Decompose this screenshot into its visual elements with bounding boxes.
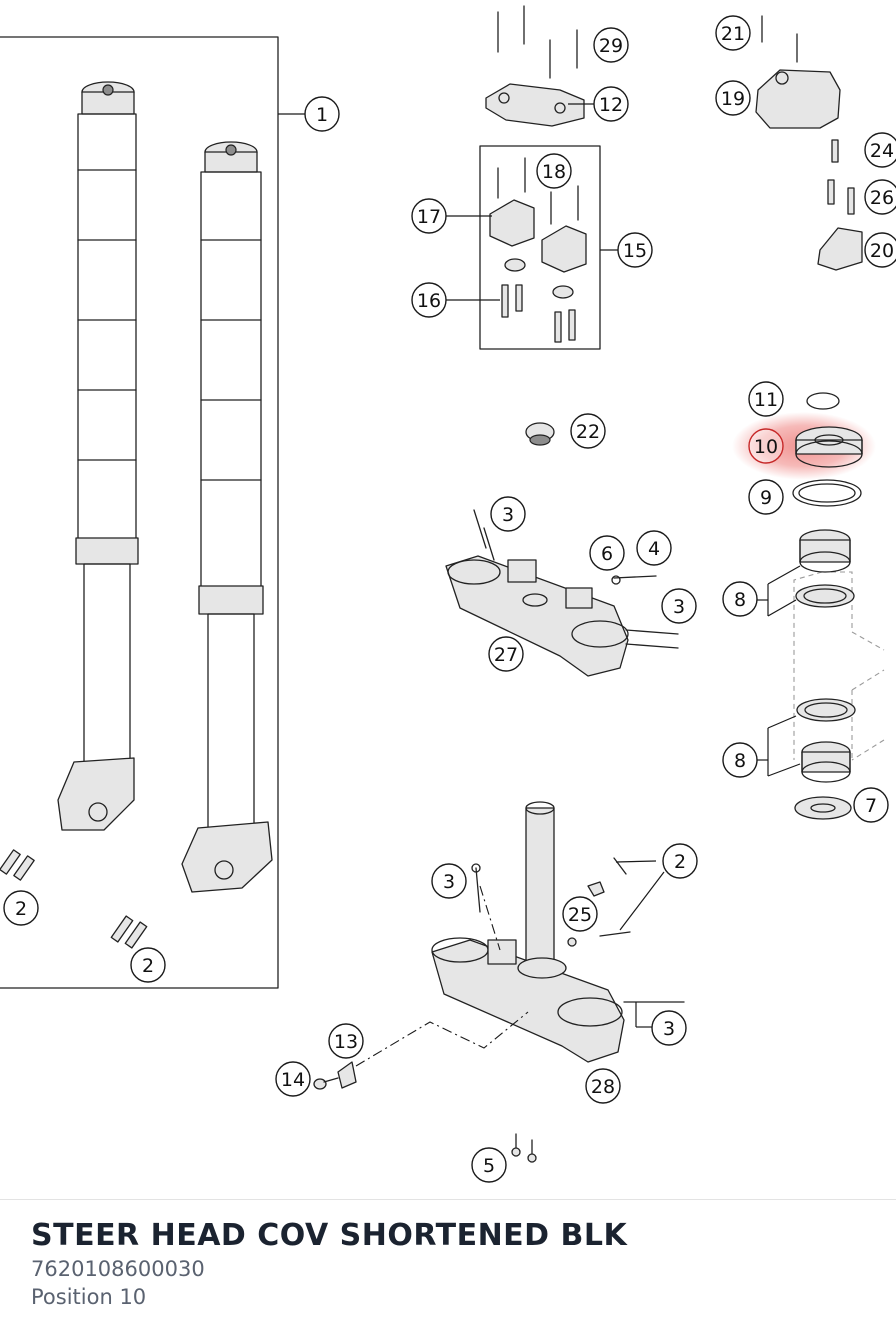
seal-7[interactable] (794, 796, 852, 820)
handlebar-clamp-kit[interactable] (446, 145, 618, 350)
callout-9[interactable]: 9 (748, 479, 784, 515)
svg-text:3: 3 (502, 504, 514, 526)
callout-29[interactable]: 29 (593, 27, 629, 63)
bracket-assembly-12[interactable] (485, 5, 585, 127)
svg-text:12: 12 (599, 94, 623, 116)
svg-text:9: 9 (760, 487, 772, 509)
svg-text:21: 21 (721, 23, 745, 45)
callout-4[interactable]: 4 (636, 530, 672, 566)
svg-text:27: 27 (494, 644, 518, 666)
svg-text:5: 5 (483, 1155, 495, 1177)
callout-11[interactable]: 11 (748, 381, 784, 417)
part-number: 7620108600030 (31, 1257, 205, 1281)
callout-5[interactable]: 5 (471, 1147, 507, 1183)
svg-text:13: 13 (334, 1031, 358, 1053)
callout-28[interactable]: 28 (585, 1068, 621, 1104)
callout-2[interactable]: 2 (662, 843, 698, 879)
reflector-13[interactable] (337, 1061, 357, 1089)
svg-text:2: 2 (142, 955, 154, 977)
svg-text:20: 20 (870, 240, 894, 262)
callout-19[interactable]: 19 (715, 80, 751, 116)
fork-assembly[interactable] (0, 36, 306, 989)
part-position: Position 10 (31, 1285, 147, 1309)
svg-text:2: 2 (674, 851, 686, 873)
callout-3[interactable]: 3 (431, 863, 467, 899)
part-title: STEER HEAD COV SHORTENED BLK (31, 1218, 628, 1253)
svg-text:24: 24 (870, 140, 894, 162)
callout-25[interactable]: 25 (562, 896, 598, 932)
svg-text:28: 28 (591, 1076, 615, 1098)
callout-21[interactable]: 21 (715, 15, 751, 51)
callout-16[interactable]: 16 (411, 282, 447, 318)
bearing-8-upper[interactable] (795, 529, 855, 608)
callout-22[interactable]: 22 (570, 413, 606, 449)
svg-text:6: 6 (601, 543, 613, 565)
svg-text:7: 7 (865, 795, 877, 817)
callout-10[interactable]: 10 (748, 428, 784, 464)
o-ring-11[interactable] (806, 392, 840, 410)
screw-14[interactable] (313, 1077, 339, 1090)
bearing-8-lower[interactable] (796, 698, 856, 783)
svg-text:4: 4 (648, 538, 660, 560)
callout-26[interactable]: 26 (864, 179, 896, 215)
svg-text:18: 18 (542, 161, 566, 183)
svg-text:3: 3 (673, 596, 685, 618)
svg-text:19: 19 (721, 88, 745, 110)
callout-7[interactable]: 7 (853, 787, 889, 823)
svg-text:10: 10 (754, 436, 778, 458)
callout-13[interactable]: 13 (328, 1023, 364, 1059)
svg-text:25: 25 (568, 904, 592, 926)
callout-24[interactable]: 24 (864, 132, 896, 168)
steering-lock-assembly[interactable] (755, 15, 863, 271)
svg-text:2: 2 (15, 898, 27, 920)
svg-text:15: 15 (623, 240, 647, 262)
callout-8[interactable]: 8 (722, 742, 758, 778)
callout-3[interactable]: 3 (661, 588, 697, 624)
fork-leg-right (181, 141, 273, 893)
lower-triple-clamp[interactable] (431, 801, 685, 1063)
callout-1[interactable]: 1 (304, 96, 340, 132)
callout-8[interactable]: 8 (722, 581, 758, 617)
part-info-panel: STEER HEAD COV SHORTENED BLK 76201086000… (0, 1199, 896, 1336)
callout-17[interactable]: 17 (411, 198, 447, 234)
cap-22[interactable] (525, 422, 555, 446)
callout-2[interactable]: 2 (3, 890, 39, 926)
callout-3[interactable]: 3 (490, 496, 526, 532)
svg-text:17: 17 (417, 206, 441, 228)
svg-text:11: 11 (754, 389, 778, 411)
svg-text:22: 22 (576, 421, 600, 443)
screws-5[interactable] (511, 1133, 537, 1163)
svg-text:8: 8 (734, 750, 746, 772)
svg-text:8: 8 (734, 589, 746, 611)
fork-leg-left (57, 81, 139, 831)
callout-14[interactable]: 14 (275, 1061, 311, 1097)
callout-2[interactable]: 2 (130, 947, 166, 983)
axle-pins (0, 849, 148, 949)
svg-text:29: 29 (599, 35, 623, 57)
frame-head-tube (793, 571, 885, 761)
svg-text:16: 16 (417, 290, 441, 312)
callout-15[interactable]: 15 (617, 232, 653, 268)
callout-27[interactable]: 27 (488, 636, 524, 672)
svg-text:26: 26 (870, 187, 894, 209)
svg-text:1: 1 (316, 104, 328, 126)
callout-6[interactable]: 6 (589, 535, 625, 571)
upper-triple-clamp[interactable] (445, 509, 679, 677)
svg-text:3: 3 (443, 871, 455, 893)
dust-seal-9[interactable] (792, 479, 862, 507)
svg-text:3: 3 (663, 1018, 675, 1040)
callout-3[interactable]: 3 (651, 1010, 687, 1046)
callout-12[interactable]: 12 (593, 86, 629, 122)
exploded-parts-diagram: 1 2 2 2 3 3 3 3 4 5 6 7 8 8 9 10 11 12 1… (0, 5, 896, 1183)
callout-18[interactable]: 18 (536, 153, 572, 189)
callout-20[interactable]: 20 (864, 232, 896, 268)
svg-text:14: 14 (281, 1069, 305, 1091)
